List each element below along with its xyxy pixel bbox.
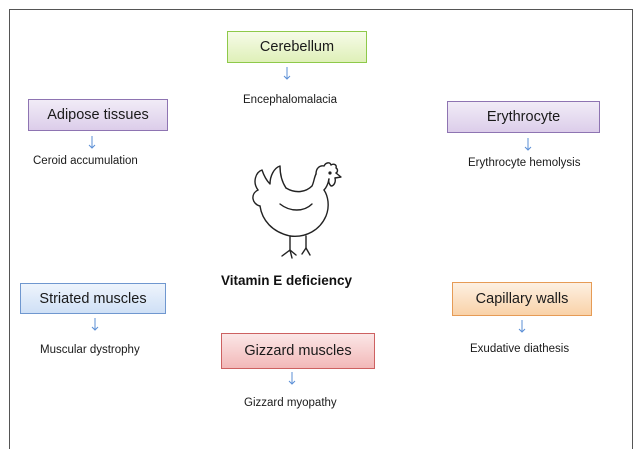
capillary-effect: Exudative diathesis [470,343,569,355]
capillary-walls-box: Capillary walls [452,282,592,316]
erythrocyte-effect: Erythrocyte hemolysis [468,157,580,169]
gizzard-muscles-label: Gizzard muscles [244,343,351,359]
gizzard-arrow-icon [288,372,296,385]
gizzard-effect: Gizzard myopathy [244,397,337,409]
erythrocyte-arrow-icon [524,138,532,151]
capillary-arrow-icon [518,320,526,333]
chicken-icon [246,160,342,264]
cerebellum-effect: Encephalomalacia [243,94,337,106]
striated-arrow-icon [91,318,99,331]
adipose-tissues-label: Adipose tissues [47,107,149,123]
gizzard-muscles-box: Gizzard muscles [221,333,375,369]
striated-muscles-box: Striated muscles [20,283,166,314]
striated-effect: Muscular dystrophy [40,344,140,356]
cerebellum-label: Cerebellum [260,39,334,55]
cerebellum-arrow-icon [283,67,291,80]
capillary-walls-label: Capillary walls [476,291,569,307]
adipose-arrow-icon [88,136,96,149]
cerebellum-box: Cerebellum [227,31,367,63]
adipose-effect: Ceroid accumulation [33,155,138,167]
erythrocyte-box: Erythrocyte [447,101,600,133]
center-title: Vitamin E deficiency [221,273,352,288]
erythrocyte-label: Erythrocyte [487,109,560,125]
striated-muscles-label: Striated muscles [39,291,146,307]
adipose-tissues-box: Adipose tissues [28,99,168,131]
